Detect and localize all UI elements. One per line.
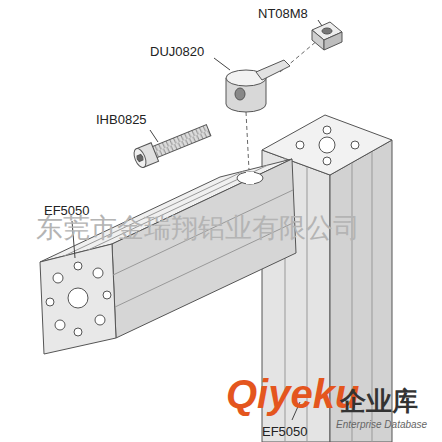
watermark-caption: Enterprise Database	[336, 419, 427, 430]
watermark: 东莞市金瑞翔铝业有限公司	[36, 210, 360, 246]
watermark-logo: 企业库	[340, 384, 418, 419]
part-number: DUJ0820	[150, 44, 204, 59]
socket-screw	[132, 121, 213, 169]
anchor-connector	[226, 60, 290, 112]
horizontal-profile	[40, 159, 296, 354]
part-number: IHB0825	[96, 112, 147, 127]
watermark-logo: Qiyeku	[226, 372, 359, 417]
part-number: EF5050	[262, 424, 308, 439]
square-nut	[312, 22, 342, 50]
part-number: NT08M8	[258, 6, 308, 21]
